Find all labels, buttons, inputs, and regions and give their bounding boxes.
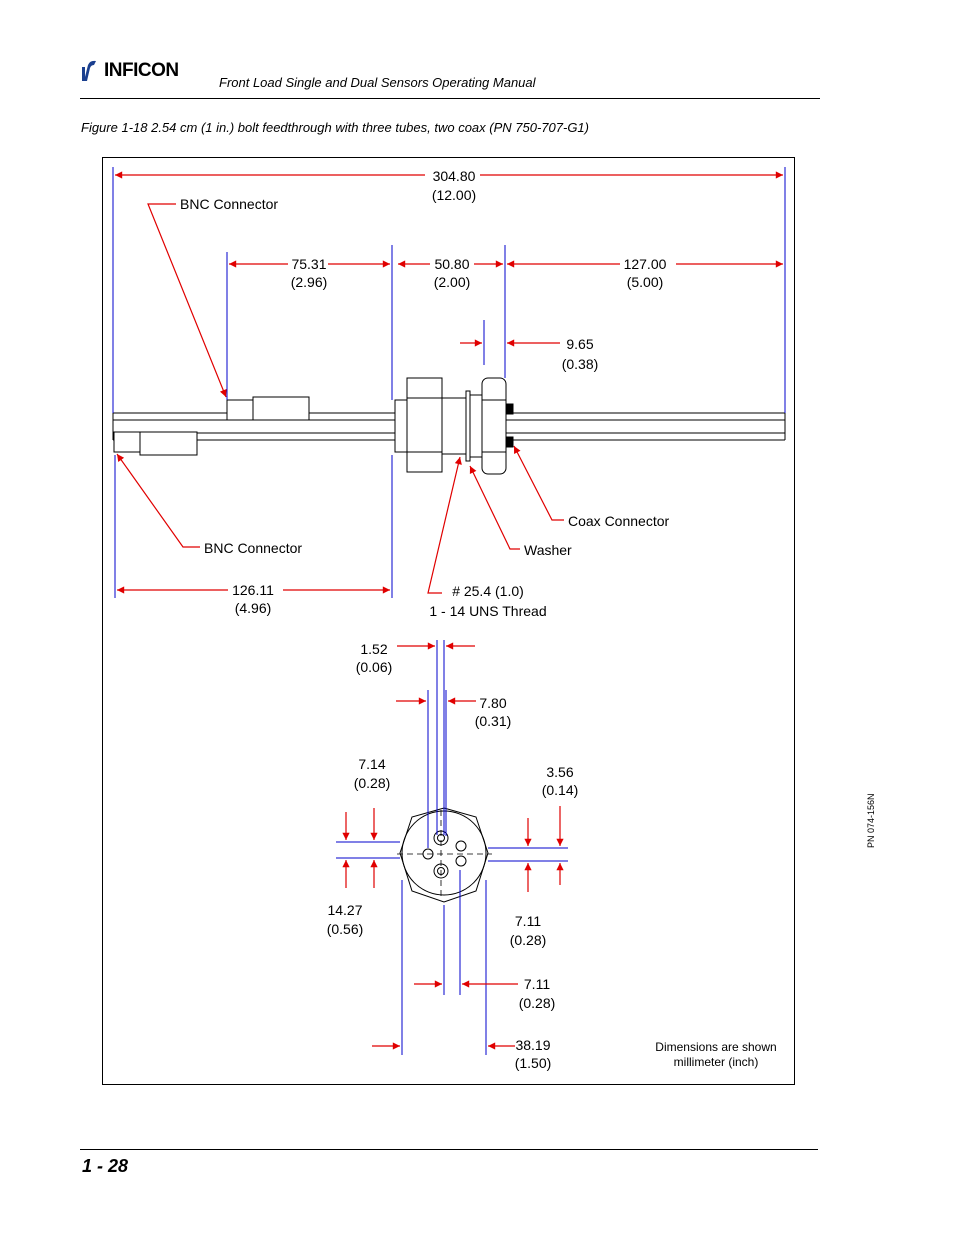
dim-e1-mm: 1.52 <box>360 641 387 657</box>
dim-e5-mm: 14.27 <box>327 902 362 918</box>
dim-e3-mm: 7.14 <box>358 756 385 772</box>
thread-size-label: # 25.4 (1.0) <box>452 583 524 599</box>
dimension-labels: 304.80 (12.00) 75.31 (2.96) 50.80 (2.00)… <box>232 168 667 1071</box>
side-view <box>112 377 786 475</box>
dim-e6-in: (0.28) <box>510 932 547 948</box>
inficon-logo-icon <box>82 60 96 81</box>
dim-d4-in: (0.38) <box>562 356 599 372</box>
dimension-lines <box>115 171 784 594</box>
end-view-extension-lines <box>336 640 568 1055</box>
page-number: 1 - 28 <box>82 1156 129 1176</box>
end-view-centerlines <box>397 810 492 900</box>
coax-connector-label: Coax Connector <box>568 513 670 529</box>
figure-frame <box>102 157 795 1085</box>
units-note-line-1: Dimensions are shown <box>655 1040 776 1054</box>
bnc-connector-top-label: BNC Connector <box>180 196 278 212</box>
dim-e8-in: (1.50) <box>515 1055 552 1071</box>
callout-labels: BNC Connector BNC Connector Coax Connect… <box>180 196 777 1069</box>
dim-e5-in: (0.56) <box>327 921 364 937</box>
dim-e2-in: (0.31) <box>475 713 512 729</box>
washer-label: Washer <box>524 542 572 558</box>
dim-d3-mm: 127.00 <box>624 256 667 272</box>
dim-e1-in: (0.06) <box>356 659 393 675</box>
units-note-line-2: millimeter (inch) <box>674 1055 759 1069</box>
dim-d5-mm: 126.11 <box>232 582 274 598</box>
dim-d2-mm: 50.80 <box>434 256 469 272</box>
dim-e4-in: (0.14) <box>542 782 579 798</box>
dim-e2-mm: 7.80 <box>479 695 506 711</box>
dim-d4-mm: 9.65 <box>566 336 593 352</box>
inficon-logo: INFICON <box>80 58 179 84</box>
dim-overall-mm: 304.80 <box>433 168 476 184</box>
dim-e6-mm: 7.11 <box>515 913 541 929</box>
footer-divider <box>80 1149 818 1150</box>
manual-title: Front Load Single and Dual Sensors Opera… <box>219 75 536 90</box>
logo-text: INFICON <box>104 60 179 81</box>
thread-spec-label: 1 - 14 UNS Thread <box>429 603 546 619</box>
dim-e4-mm: 3.56 <box>546 764 573 780</box>
header-divider <box>80 98 820 99</box>
part-number: PN 074-156N <box>866 793 876 848</box>
dim-e7-mm: 7.11 <box>524 976 550 992</box>
figure-caption: Figure 1-18 2.54 cm (1 in.) bolt feedthr… <box>81 120 589 135</box>
dim-e3-in: (0.28) <box>354 775 391 791</box>
dim-e7-in: (0.28) <box>519 995 556 1011</box>
bnc-connector-bottom-label: BNC Connector <box>204 540 302 556</box>
end-view-dimension-lines <box>342 642 564 1050</box>
dim-d1-in: (2.96) <box>291 274 328 290</box>
extension-lines <box>112 167 786 598</box>
dim-e8-mm: 38.19 <box>515 1037 550 1053</box>
dim-d3-in: (5.00) <box>627 274 664 290</box>
dim-d2-in: (2.00) <box>434 274 471 290</box>
dim-overall-in: (12.00) <box>432 187 476 203</box>
dim-d1-mm: 75.31 <box>291 256 326 272</box>
dim-d5-in: (4.96) <box>235 600 272 616</box>
